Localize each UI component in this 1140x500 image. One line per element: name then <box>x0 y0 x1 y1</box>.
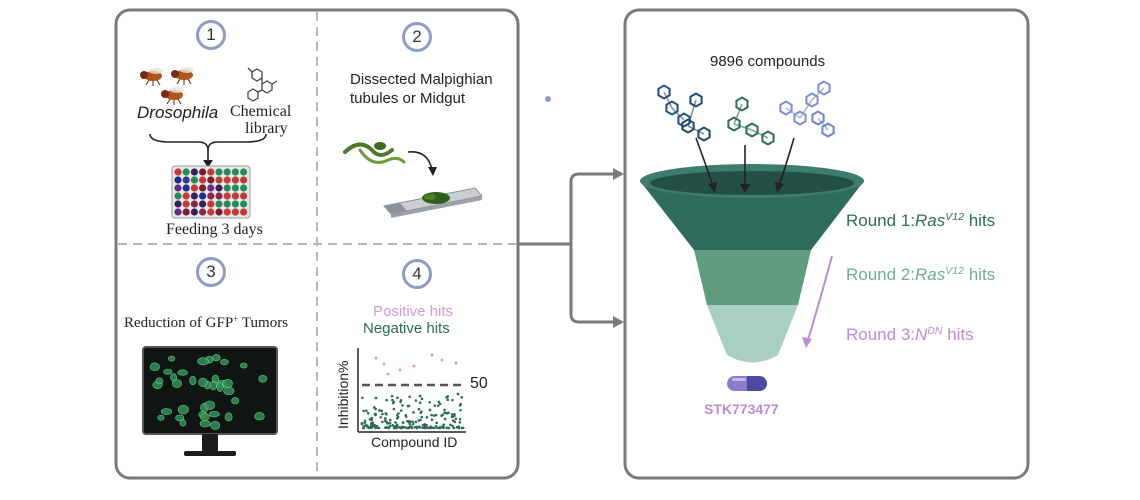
positive-hits-legend: Positive hits <box>373 303 454 320</box>
slide-icon <box>383 187 483 218</box>
library-label-line2: library <box>245 120 288 137</box>
dissection-label-line2: tubules or Midgut <box>350 90 466 107</box>
round-3-label: Round 3:NDN hits <box>846 325 974 344</box>
inhibition-scatter <box>357 348 466 433</box>
y-axis-label: Inhibition% <box>335 360 351 430</box>
step-number-1: 1 <box>196 20 226 50</box>
input-arrowhead-mid <box>740 184 750 193</box>
compound-count: 9896 compounds <box>710 53 826 70</box>
monitor-icon <box>142 346 278 456</box>
x-axis-label: Compound ID <box>371 434 458 450</box>
transfer-arrow <box>407 151 433 171</box>
arrowhead-upper <box>613 168 624 180</box>
transfer-arrowhead <box>428 167 437 176</box>
screen-panel <box>623 8 1030 480</box>
hit-compound-label: STK773477 <box>704 401 779 417</box>
step-number-2: 2 <box>402 22 432 52</box>
arrowhead-lower <box>613 316 624 328</box>
capsule-icon <box>727 376 767 391</box>
funnel-middle-layer <box>694 250 811 305</box>
feeding-caption: Feeding 3 days <box>166 221 263 238</box>
well-plate-icon <box>171 165 251 219</box>
funnel-bottom-layer <box>707 305 798 363</box>
feeding-arrowhead <box>203 160 213 168</box>
fly-icon <box>140 67 194 105</box>
progression-arrow <box>807 255 833 341</box>
tumor-reduction-label: Reduction of GFP+ Tumors <box>124 314 289 331</box>
stray-dot <box>545 96 551 102</box>
funnel-top-layer <box>640 181 864 250</box>
library-label-line1: Chemical <box>230 103 292 120</box>
funnel-icon <box>640 164 864 363</box>
round-2-label: Round 2:RasV12 hits <box>846 265 996 284</box>
negative-hits-legend: Negative hits <box>363 320 450 337</box>
input-arrowhead-left <box>708 182 717 193</box>
round-1-label: Round 1:RasV12 hits <box>846 211 996 230</box>
feeding-bracket <box>149 133 267 162</box>
dissection-label-line1: Dissected Malpighian <box>350 71 493 88</box>
threshold-label: 50 <box>470 375 488 392</box>
step-number-3: 3 <box>196 257 226 287</box>
compound-molecules <box>657 80 835 146</box>
input-arrows <box>695 137 795 187</box>
step-number-4: 4 <box>402 259 432 289</box>
progression-arrowhead <box>802 337 812 348</box>
molecule-icon <box>247 67 278 102</box>
branch-arrow <box>518 172 618 324</box>
input-arrowhead-right <box>775 182 784 193</box>
organism-label: Drosophila <box>137 103 219 122</box>
tubule-icon <box>343 142 406 164</box>
